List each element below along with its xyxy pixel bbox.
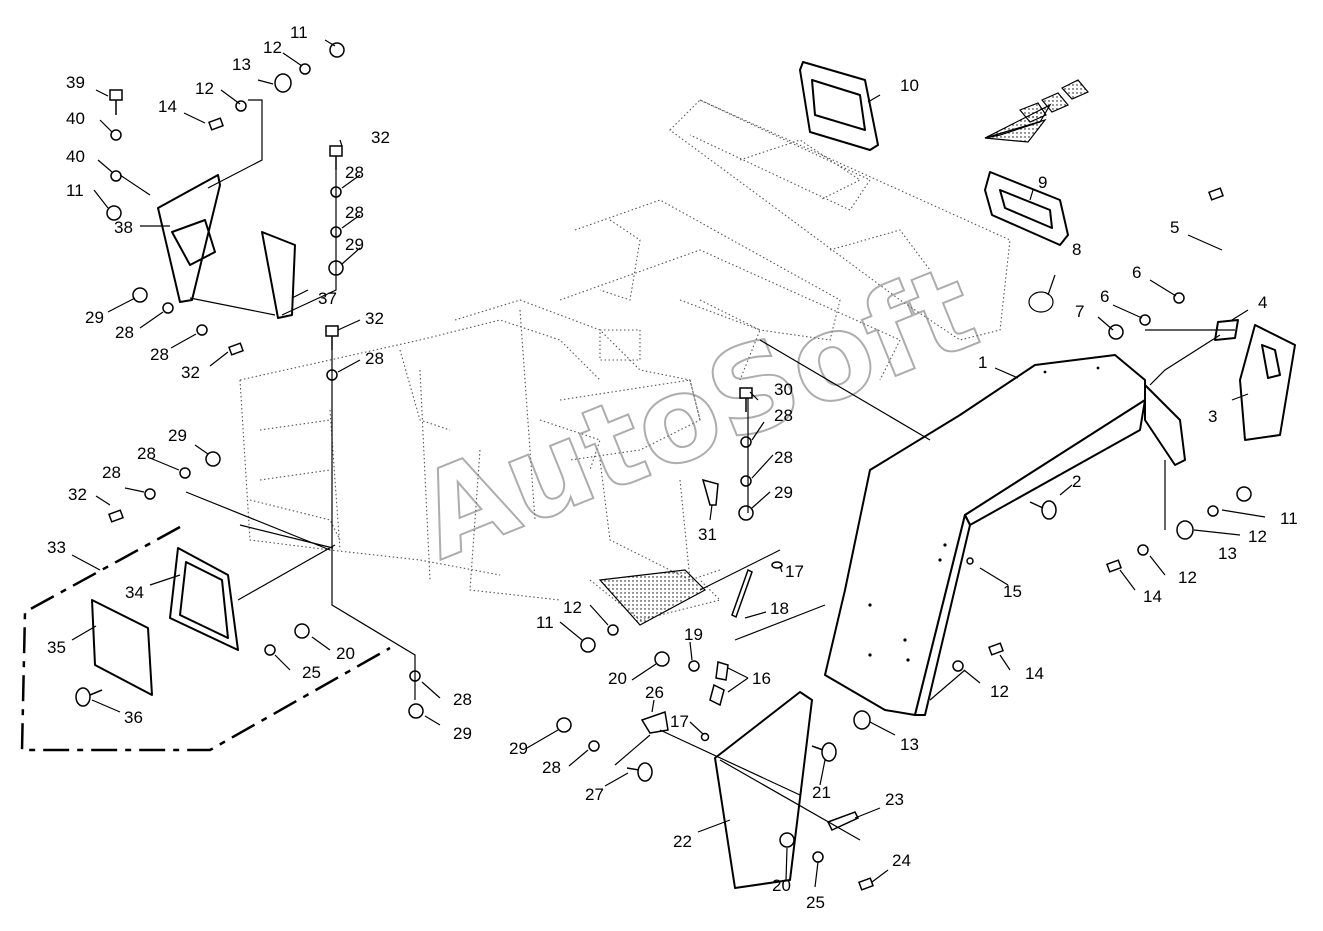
callout-37: 37 [318, 289, 337, 308]
part-37-bracket [261, 231, 296, 319]
part-3-side-panel [1239, 324, 1296, 441]
callout-14: 14 [158, 97, 177, 116]
callout-28: 28 [365, 349, 384, 368]
part-33-group-boundary [20, 525, 391, 752]
callout-6: 6 [1100, 287, 1109, 306]
callout-9: 9 [1038, 173, 1047, 192]
callout-13: 13 [900, 735, 919, 754]
callout-11: 11 [536, 613, 554, 632]
callout-12: 12 [563, 598, 582, 617]
callout-30: 30 [774, 380, 793, 399]
callout-28: 28 [774, 448, 793, 467]
part-1-fender [824, 354, 1186, 716]
callout-32: 32 [371, 128, 390, 147]
callout-28: 28 [137, 444, 156, 463]
callout-34: 34 [125, 583, 144, 602]
callout-32: 32 [68, 485, 87, 504]
part-22-flap [714, 691, 813, 889]
callout-33: 33 [47, 538, 66, 557]
frame-step-plate [598, 569, 706, 626]
callout-28: 28 [345, 203, 364, 222]
callout-24: 24 [892, 851, 911, 870]
callout-10: 10 [900, 76, 919, 95]
callout-17: 17 [785, 562, 804, 581]
callout-22: 22 [673, 832, 692, 851]
callout-28: 28 [453, 690, 472, 709]
callout-4: 4 [1258, 293, 1267, 312]
leader-lines [71, 39, 1266, 888]
callout-32: 32 [181, 363, 200, 382]
part-34-mirror-frame [169, 547, 239, 651]
callout-17: 17 [670, 712, 689, 731]
callout-11: 11 [290, 23, 308, 42]
callout-32: 32 [365, 309, 384, 328]
part-9-gasket [984, 171, 1069, 246]
callout-23: 23 [885, 790, 904, 809]
callout-39: 39 [66, 73, 85, 92]
assembly-lines [119, 99, 1235, 841]
callout-29: 29 [509, 739, 528, 758]
callout-20: 20 [336, 644, 355, 663]
callout-29: 29 [345, 235, 364, 254]
direction-arrow-icon [984, 79, 1089, 143]
callout-31: 31 [698, 525, 717, 544]
callout-18: 18 [770, 599, 789, 618]
callout-20: 20 [772, 876, 791, 895]
callout-12: 12 [1178, 568, 1197, 587]
callout-12: 12 [1248, 527, 1267, 546]
callout-16: 16 [752, 669, 771, 688]
callout-38: 38 [114, 218, 133, 237]
part-8-o-ring [1028, 291, 1054, 313]
callout-13: 13 [1218, 544, 1237, 563]
callout-29: 29 [774, 483, 793, 502]
callout-8: 8 [1072, 240, 1081, 259]
callout-7: 7 [1075, 302, 1084, 321]
callout-25: 25 [806, 893, 825, 912]
callout-6: 6 [1132, 263, 1141, 282]
callout-19: 19 [684, 625, 703, 644]
callout-36: 36 [124, 708, 143, 727]
callout-labels: 1 2 3 4 5 6 6 7 8 9 10 11 11 11 11 12 12… [47, 23, 1298, 912]
callout-12: 12 [195, 79, 214, 98]
callout-28: 28 [102, 463, 121, 482]
callout-11: 11 [1280, 509, 1298, 528]
callout-20: 20 [608, 669, 627, 688]
callout-28: 28 [345, 163, 364, 182]
callout-12: 12 [990, 682, 1009, 701]
callout-28: 28 [774, 406, 793, 425]
callout-14: 14 [1143, 587, 1162, 606]
callout-29: 29 [85, 308, 104, 327]
part-10-gasket [799, 61, 879, 151]
callout-40: 40 [66, 147, 85, 166]
callout-26: 26 [645, 683, 664, 702]
part-38-bracket [157, 174, 221, 303]
callout-11: 11 [66, 181, 84, 200]
callout-35: 35 [47, 638, 66, 657]
callout-3: 3 [1208, 407, 1217, 426]
callout-13: 13 [232, 55, 251, 74]
part-35-mirror [91, 599, 153, 696]
callout-28: 28 [115, 323, 134, 342]
callout-29: 29 [453, 724, 472, 743]
callout-1: 1 [978, 353, 987, 372]
callout-27: 27 [585, 785, 604, 804]
callout-28: 28 [150, 345, 169, 364]
callout-25: 25 [302, 663, 321, 682]
callout-40: 40 [66, 109, 85, 128]
callout-12: 12 [263, 38, 282, 57]
callout-2: 2 [1072, 472, 1081, 491]
callout-5: 5 [1170, 218, 1179, 237]
callout-29: 29 [168, 426, 187, 445]
callout-14: 14 [1025, 664, 1044, 683]
callout-15: 15 [1003, 582, 1022, 601]
callout-21: 21 [812, 783, 831, 802]
callout-28: 28 [542, 758, 561, 777]
